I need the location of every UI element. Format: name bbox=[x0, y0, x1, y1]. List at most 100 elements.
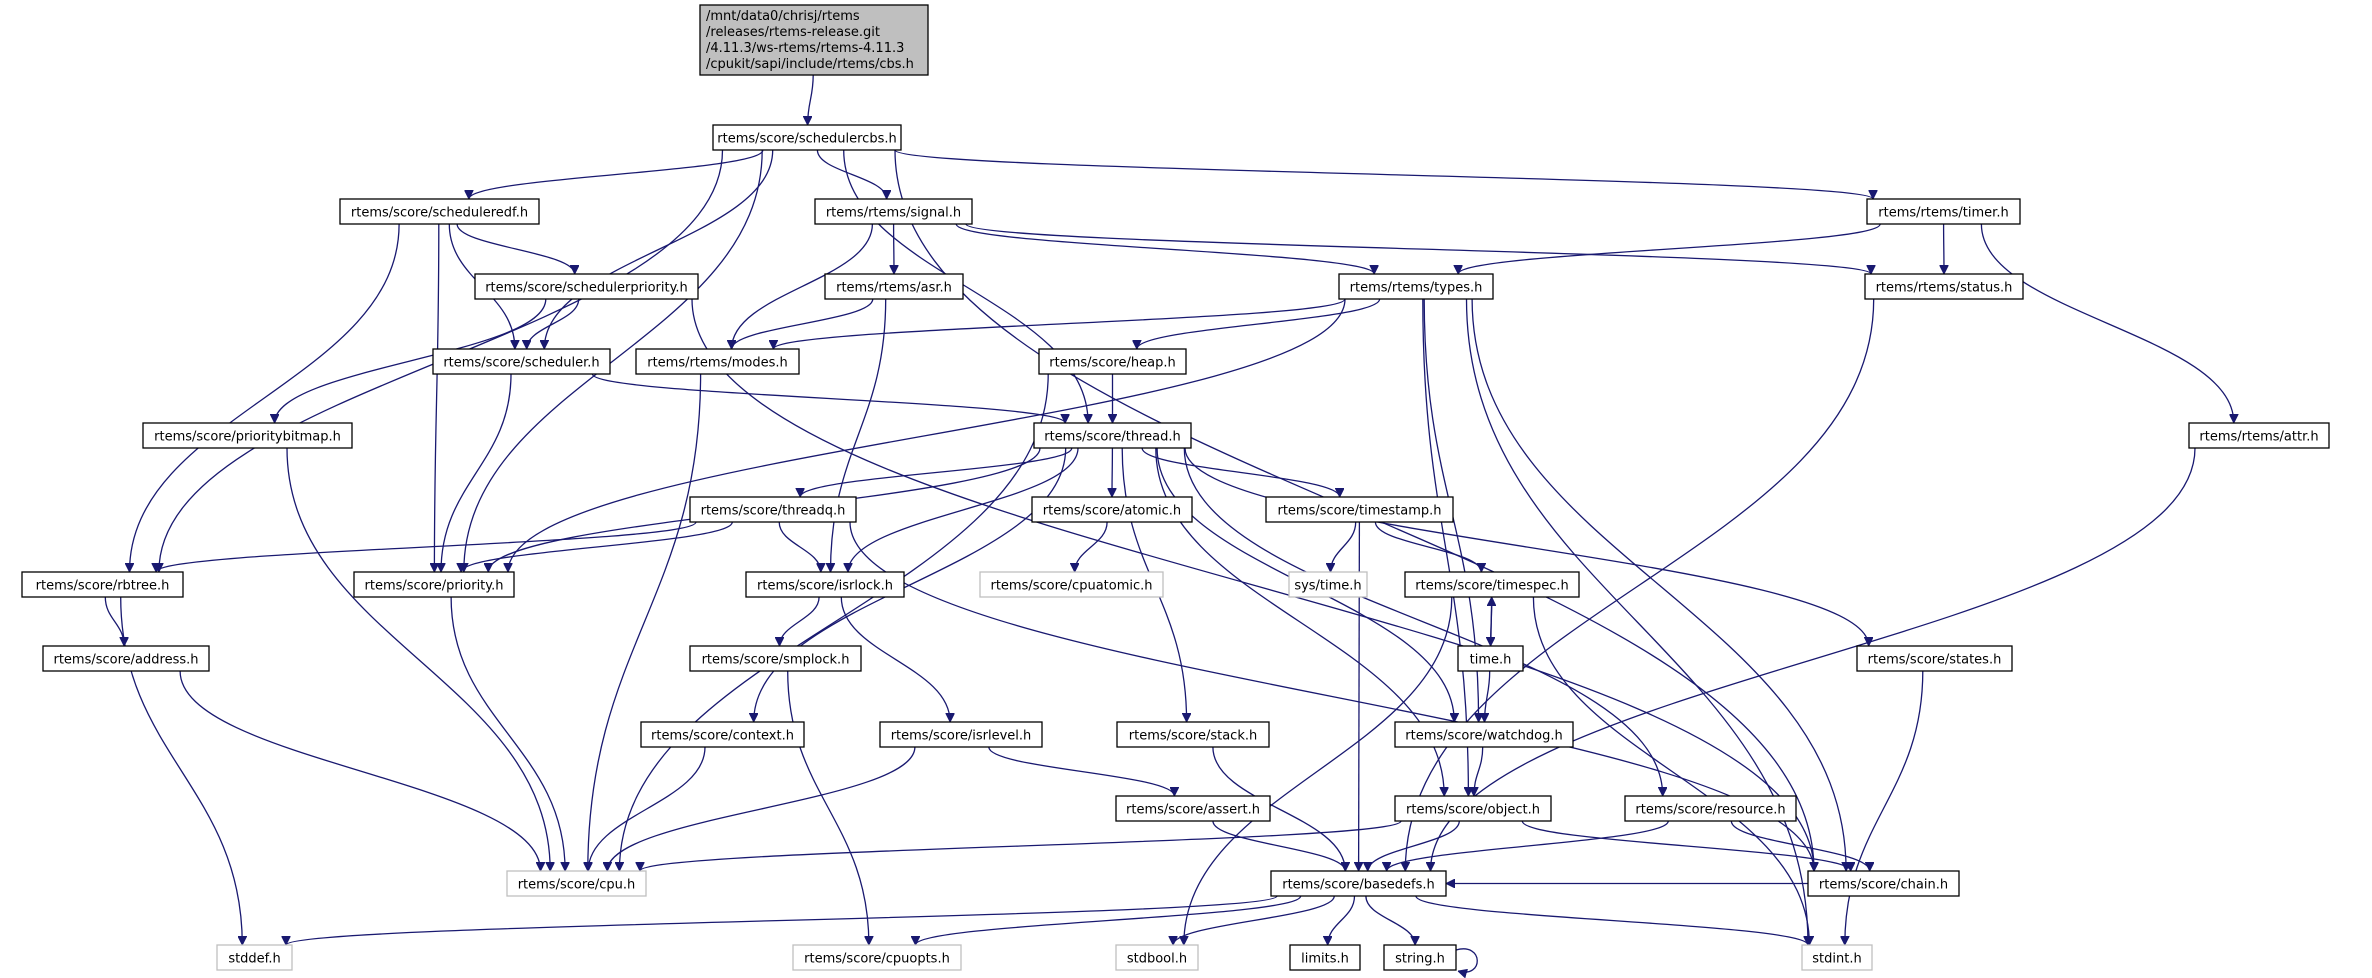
node-states[interactable]: rtems/score/states.h bbox=[1856, 645, 2013, 672]
node-label: rtems/score/basedefs.h bbox=[1282, 878, 1435, 893]
edge-thread-to-states bbox=[1184, 447, 1869, 646]
node-box bbox=[699, 4, 929, 76]
edge-timer-to-attr bbox=[1980, 223, 2233, 423]
edge-schedulercbs-to-priority bbox=[464, 149, 763, 572]
node-isrlock[interactable]: rtems/score/isrlock.h bbox=[745, 571, 905, 598]
node-label: rtems/score/cpu.h bbox=[518, 878, 636, 893]
edge-scheduleredf-to-priority bbox=[434, 223, 440, 572]
node-box bbox=[712, 124, 902, 151]
node-box bbox=[142, 422, 353, 449]
node-string[interactable]: string.h bbox=[1383, 944, 1457, 971]
node-box bbox=[635, 348, 800, 375]
node-label: rtems/score/atomic.h bbox=[1043, 504, 1181, 519]
node-cpu[interactable]: rtems/score/cpu.h bbox=[506, 870, 647, 897]
node-box bbox=[1624, 795, 1797, 822]
node-stdint[interactable]: stdint.h bbox=[1801, 944, 1873, 971]
node-prioritybitmap[interactable]: rtems/score/prioritybitmap.h bbox=[142, 422, 353, 449]
edge-basedefs-to-string bbox=[1365, 895, 1415, 946]
node-priority[interactable]: rtems/score/priority.h bbox=[353, 571, 515, 598]
node-chain[interactable]: rtems/score/chain.h bbox=[1807, 870, 1960, 897]
node-basedefs[interactable]: rtems/score/basedefs.h bbox=[1270, 870, 1447, 897]
node-systime[interactable]: sys/time.h bbox=[1288, 571, 1368, 598]
node-resource[interactable]: rtems/score/resource.h bbox=[1624, 795, 1797, 822]
node-timer[interactable]: rtems/rtems/timer.h bbox=[1866, 198, 2021, 225]
edge-atomic-to-cpuatomic bbox=[1075, 521, 1108, 573]
node-watchdog[interactable]: rtems/score/watchdog.h bbox=[1394, 721, 1574, 748]
edge-basedefs-to-stdint bbox=[1415, 895, 1808, 946]
edge-types-to-priority bbox=[508, 298, 1346, 572]
node-box bbox=[745, 571, 905, 598]
node-smplock[interactable]: rtems/score/smplock.h bbox=[689, 645, 862, 672]
node-stack[interactable]: rtems/score/stack.h bbox=[1116, 721, 1270, 748]
edge-threadq-to-priority bbox=[461, 521, 733, 573]
edge-schedulercbs-to-timer bbox=[894, 149, 1873, 200]
node-timestamp[interactable]: rtems/score/timestamp.h bbox=[1265, 496, 1454, 523]
node-box bbox=[339, 198, 540, 225]
node-cpuopts[interactable]: rtems/score/cpuopts.h bbox=[792, 944, 962, 971]
edge-asr-to-isrlock bbox=[831, 298, 887, 572]
node-assert[interactable]: rtems/score/assert.h bbox=[1115, 795, 1271, 822]
node-label: rtems/score/scheduleredf.h bbox=[351, 206, 528, 221]
node-schedulercbs[interactable]: rtems/score/schedulercbs.h bbox=[712, 124, 902, 151]
node-object[interactable]: rtems/score/object.h bbox=[1394, 795, 1552, 822]
node-label: rtems/score/context.h bbox=[651, 729, 794, 744]
node-label: sys/time.h bbox=[1294, 579, 1361, 594]
edge-threadq-to-isrlock bbox=[778, 521, 821, 573]
node-box bbox=[21, 571, 184, 598]
node-box bbox=[474, 273, 699, 300]
node-rbtree[interactable]: rtems/score/rbtree.h bbox=[21, 571, 184, 598]
node-box bbox=[1265, 496, 1454, 523]
node-asr[interactable]: rtems/rtems/asr.h bbox=[824, 273, 964, 300]
node-atomic[interactable]: rtems/score/atomic.h bbox=[1031, 496, 1193, 523]
edge-smplock-to-cpuopts bbox=[787, 670, 869, 945]
node-timespec[interactable]: rtems/score/timespec.h bbox=[1404, 571, 1580, 598]
node-thread[interactable]: rtems/score/thread.h bbox=[1033, 422, 1192, 449]
node-cpuatomic[interactable]: rtems/score/cpuatomic.h bbox=[979, 571, 1164, 598]
edge-rbtree-to-address bbox=[104, 596, 124, 647]
edge-signal-to-types bbox=[955, 223, 1374, 275]
node-box bbox=[2188, 422, 2330, 449]
edge-resource-to-basedefs bbox=[1387, 820, 1669, 872]
node-threadq[interactable]: rtems/score/threadq.h bbox=[689, 496, 857, 523]
node-stdbool[interactable]: stdbool.h bbox=[1115, 944, 1199, 971]
node-attr[interactable]: rtems/rtems/attr.h bbox=[2188, 422, 2330, 449]
node-box bbox=[1856, 645, 2013, 672]
node-stddef[interactable]: stddef.h bbox=[216, 944, 293, 971]
node-scheduleredf[interactable]: rtems/score/scheduleredf.h bbox=[339, 198, 540, 225]
node-box bbox=[1394, 795, 1552, 822]
node-label: rtems/score/rbtree.h bbox=[36, 579, 170, 594]
node-limits[interactable]: limits.h bbox=[1289, 944, 1361, 971]
node-label: limits.h bbox=[1301, 952, 1349, 967]
node-schedulerpriority[interactable]: rtems/score/schedulerpriority.h bbox=[474, 273, 699, 300]
node-time[interactable]: time.h bbox=[1457, 645, 1524, 672]
edge-object-to-basedefs bbox=[1368, 820, 1460, 872]
edge-string-to-string bbox=[1455, 948, 1478, 972]
node-scheduler[interactable]: rtems/score/scheduler.h bbox=[432, 348, 611, 375]
node-label: rtems/score/states.h bbox=[1868, 653, 2002, 668]
edge-states-to-stdint bbox=[1845, 670, 1924, 945]
node-label: rtems/rtems/asr.h bbox=[836, 281, 952, 296]
edge-timespec-to-stdint bbox=[1532, 596, 1809, 945]
edge-signal-to-status bbox=[965, 223, 1871, 275]
node-label: rtems/score/heap.h bbox=[1049, 356, 1175, 371]
node-types[interactable]: rtems/rtems/types.h bbox=[1338, 273, 1494, 300]
node-root[interactable]: /mnt/data0/chrisj/rtems/releases/rtems-r… bbox=[699, 4, 929, 76]
edge-types-to-chain bbox=[1471, 298, 1846, 871]
node-modes[interactable]: rtems/rtems/modes.h bbox=[635, 348, 800, 375]
node-box bbox=[1116, 721, 1270, 748]
edge-scheduler-to-priority bbox=[441, 373, 512, 572]
node-address[interactable]: rtems/score/address.h bbox=[42, 645, 210, 672]
edge-schedulerpriority-to-scheduler bbox=[527, 298, 580, 350]
node-box bbox=[432, 348, 611, 375]
edge-types-to-stdint bbox=[1465, 298, 1809, 945]
node-context[interactable]: rtems/score/context.h bbox=[640, 721, 805, 748]
node-status[interactable]: rtems/rtems/status.h bbox=[1864, 273, 2024, 300]
node-box bbox=[1457, 645, 1524, 672]
node-label: rtems/rtems/status.h bbox=[1876, 281, 2013, 296]
node-signal[interactable]: rtems/rtems/signal.h bbox=[814, 198, 973, 225]
node-heap[interactable]: rtems/score/heap.h bbox=[1038, 348, 1187, 375]
edge-timer-to-types bbox=[1458, 223, 1881, 275]
edge-watchdog-to-object bbox=[1474, 746, 1484, 796]
node-isrlevel[interactable]: rtems/score/isrlevel.h bbox=[879, 721, 1043, 748]
node-label: rtems/rtems/attr.h bbox=[2199, 430, 2318, 445]
